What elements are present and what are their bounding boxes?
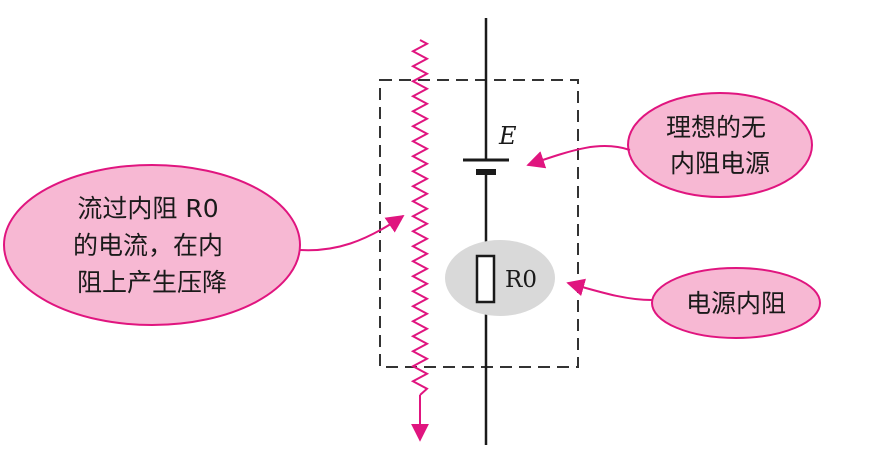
current-drop-pointer bbox=[299, 214, 405, 252]
internal-resistance-pointer bbox=[566, 278, 653, 301]
current-drop-line-2: 的电流，在内 bbox=[73, 231, 223, 260]
current-drop-text: 流过内阻 R0 的电流，在内 阻上产生压降 bbox=[73, 194, 231, 297]
ideal-source-text: 理想的无 内阻电源 bbox=[666, 113, 774, 178]
resistor-label: R0 bbox=[505, 267, 537, 293]
current-drop-bubble bbox=[3, 164, 301, 326]
battery-label: E bbox=[498, 122, 517, 150]
ideal-source-pointer bbox=[526, 144, 631, 169]
internal-resistance-bubble bbox=[651, 267, 821, 339]
current-zigzag-line bbox=[410, 39, 430, 396]
resistor-symbol bbox=[475, 254, 496, 304]
ideal-source-line-2: 内阻电源 bbox=[670, 149, 770, 178]
current-drop-line-1: 流过内阻 R0 bbox=[77, 194, 218, 223]
ideal-source-bubble bbox=[627, 92, 813, 198]
ideal-source-line-1: 理想的无 bbox=[666, 113, 766, 142]
internal-resistance-text: 电源内阻 bbox=[686, 289, 786, 318]
internal-resistance-line-1: 电源内阻 bbox=[686, 289, 786, 318]
source-dashed-box bbox=[379, 79, 579, 368]
resistor-highlight bbox=[445, 240, 555, 316]
current-drop-line-3: 阻上产生压降 bbox=[77, 268, 227, 297]
